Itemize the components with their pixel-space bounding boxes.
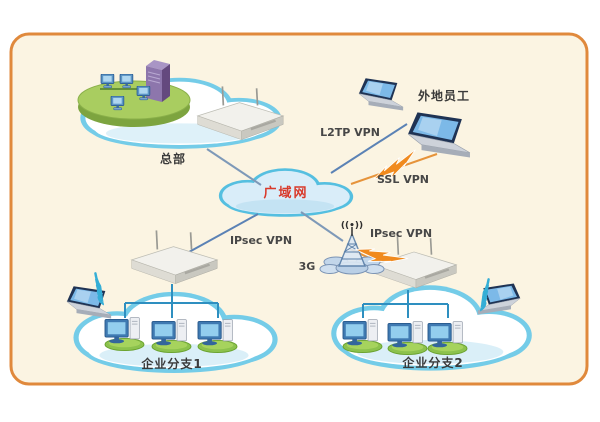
ipsec-vpn-branch1-label: IPsec VPN [230,234,292,247]
branch2-pc [427,321,468,355]
remote-employees-label: 外地员工 [418,88,470,103]
headquarters-platform [77,80,191,127]
branch1-lan-links [124,284,219,318]
branch2-pc [342,319,383,353]
headquarters-label: 总部 [160,151,186,166]
link-ipsec-branch1 [179,213,259,258]
link-wan-3g [300,211,344,242]
branch1-pc [197,319,238,353]
branch1-label: 企业分支1 [140,356,202,371]
tower-signal-icon: ((•)) [341,221,363,231]
3g-label: 3G [299,260,316,273]
headquarters-server [146,60,170,102]
link-hq-wan [206,148,262,186]
ipsec-vpn-branch2-label: IPsec VPN [370,227,432,240]
branch1-pc [104,317,145,351]
branch2-label: 企业分支2 [401,355,463,370]
l2tp-vpn-label: L2TP VPN [320,126,380,139]
link-l2tp [330,123,408,174]
branch2-lan-links [362,290,449,318]
wan-label: 广域网 [263,185,308,201]
branch1-pc [151,319,192,353]
branch2-pc [387,321,428,355]
ssl-vpn-label: SSL VPN [377,173,429,186]
